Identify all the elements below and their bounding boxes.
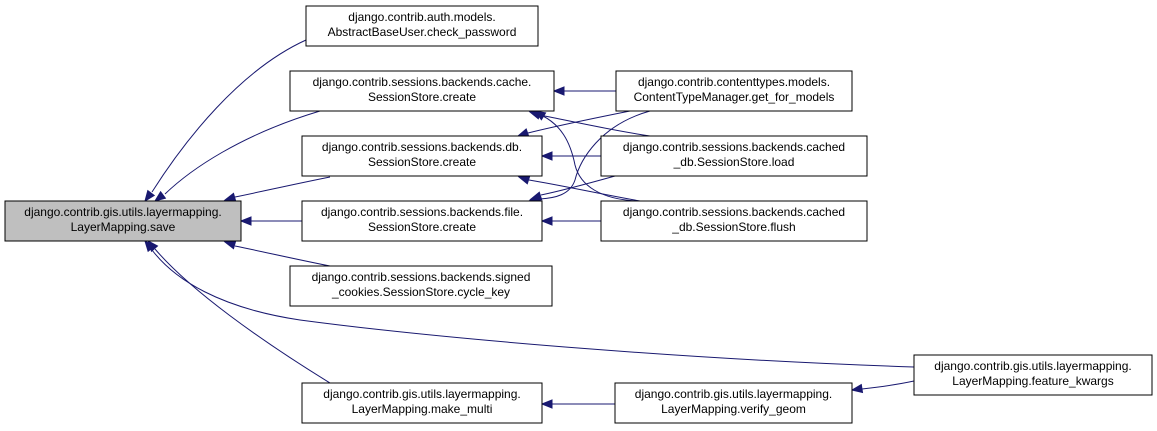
node-label-line: django.contrib.sessions.backends.cached xyxy=(623,205,845,219)
edge-line xyxy=(542,115,641,202)
edge-cached_flush-to-file_create xyxy=(540,216,601,226)
node-box xyxy=(615,70,853,112)
node-db_create[interactable]: django.contrib.sessions.backends.db.Sess… xyxy=(301,135,543,177)
node-label-line: django.contrib.gis.utils.layermapping. xyxy=(323,387,520,401)
node-box xyxy=(305,5,539,47)
arrowhead xyxy=(517,175,531,185)
edge-line xyxy=(151,39,307,193)
node-label-line: django.contrib.gis.utils.layermapping. xyxy=(24,205,221,219)
arrowhead xyxy=(144,239,156,253)
node-box xyxy=(301,135,543,177)
arrowhead xyxy=(552,86,565,96)
node-check_password[interactable]: django.contrib.auth.models.AbstractBaseU… xyxy=(305,5,539,47)
node-box xyxy=(301,200,543,242)
edge-line xyxy=(154,248,331,384)
node-root[interactable]: django.contrib.gis.utils.layermapping.La… xyxy=(4,200,242,242)
arrowhead xyxy=(223,192,237,202)
edge-verify_geom-to-make_multi xyxy=(540,399,615,409)
node-label-line: _cookies.SessionStore.cycle_key xyxy=(331,285,510,299)
node-label-line: LayerMapping.verify_geom xyxy=(661,402,806,416)
node-get_for_models[interactable]: django.contrib.contenttypes.models.Conte… xyxy=(615,70,853,112)
node-label-line: SessionStore.create xyxy=(368,90,476,104)
node-label-line: _db.SessionStore.load xyxy=(673,155,795,169)
edge-line xyxy=(234,245,331,267)
edge-file_create-to-root xyxy=(239,216,302,226)
node-label-line: SessionStore.create xyxy=(368,155,476,169)
node-box xyxy=(301,382,543,424)
node-label-line: LayerMapping.save xyxy=(71,220,176,234)
node-label-line: AbstractBaseUser.check_password xyxy=(328,25,517,39)
node-verify_geom[interactable]: django.contrib.gis.utils.layermapping.La… xyxy=(614,382,853,424)
node-label-line: django.contrib.sessions.backends.cache. xyxy=(313,75,532,89)
edge-line xyxy=(539,110,651,200)
node-label-line: django.contrib.gis.utils.layermapping. xyxy=(635,387,832,401)
arrowhead xyxy=(223,240,237,250)
node-feature_kwargs[interactable]: django.contrib.gis.utils.layermapping.La… xyxy=(913,354,1153,396)
node-label-line: _db.SessionStore.flush xyxy=(671,220,795,234)
arrowhead xyxy=(540,216,553,226)
arrowhead xyxy=(533,110,547,121)
edge-line xyxy=(151,249,915,368)
node-label-line: LayerMapping.make_multi xyxy=(352,402,493,416)
edge-check_password-to-root xyxy=(144,39,307,203)
edge-db_create-to-root xyxy=(223,176,331,202)
node-box xyxy=(600,200,868,242)
node-cache_create[interactable]: django.contrib.sessions.backends.cache.S… xyxy=(289,70,555,112)
edge-feature_kwargs-to-verify_geom xyxy=(850,380,915,394)
edge-line xyxy=(164,110,321,195)
node-label-line: SessionStore.create xyxy=(368,220,476,234)
edge-line xyxy=(528,179,641,202)
arrowhead xyxy=(540,399,553,409)
edge-cached_flush-to-db_create xyxy=(517,175,641,202)
edge-cached_load-to-file_create xyxy=(529,175,616,201)
arrowhead xyxy=(144,189,156,203)
node-label-line: LayerMapping.feature_kwargs xyxy=(952,374,1113,388)
edge-line xyxy=(234,176,331,198)
edge-line xyxy=(527,110,631,134)
edge-line xyxy=(539,114,651,137)
edge-line xyxy=(861,380,915,390)
node-label-line: django.contrib.sessions.backends.signed xyxy=(312,270,531,284)
arrowhead xyxy=(529,191,543,201)
nodes-layer: django.contrib.gis.utils.layermapping.La… xyxy=(4,5,1153,424)
edge-get_for_models-to-cache_create xyxy=(552,86,616,96)
node-box xyxy=(289,265,553,307)
node-label-line: ContentTypeManager.get_for_models xyxy=(634,90,835,104)
node-box xyxy=(614,382,853,424)
arrowhead xyxy=(153,190,167,202)
edge-cycle_key-to-root xyxy=(223,240,331,267)
node-label-line: django.contrib.sessions.backends.cached xyxy=(623,140,845,154)
arrowhead xyxy=(516,128,530,138)
edge-feature_kwargs-to-root xyxy=(144,239,915,368)
arrowhead xyxy=(540,151,553,161)
node-cached_flush[interactable]: django.contrib.sessions.backends.cached_… xyxy=(600,200,868,242)
node-box xyxy=(289,70,555,112)
arrowhead xyxy=(239,216,252,226)
node-label-line: django.contrib.sessions.backends.db. xyxy=(322,140,522,154)
node-cycle_key[interactable]: django.contrib.sessions.backends.signed_… xyxy=(289,265,553,307)
node-box xyxy=(600,135,868,177)
edge-line xyxy=(540,175,616,196)
edges-layer xyxy=(144,39,915,409)
node-file_create[interactable]: django.contrib.sessions.backends.file.Se… xyxy=(301,200,543,242)
node-label-line: django.contrib.contenttypes.models. xyxy=(638,75,830,89)
arrowhead xyxy=(850,383,864,394)
node-label-line: django.contrib.sessions.backends.file. xyxy=(321,205,523,219)
node-cached_load[interactable]: django.contrib.sessions.backends.cached_… xyxy=(600,135,868,177)
node-box xyxy=(4,200,242,242)
node-make_multi[interactable]: django.contrib.gis.utils.layermapping.La… xyxy=(301,382,543,424)
edge-cached_load-to-db_create xyxy=(540,151,601,161)
edge-make_multi-to-root xyxy=(147,239,331,384)
edge-cached_flush-to-cache_create xyxy=(533,110,641,202)
node-box xyxy=(913,354,1153,396)
edge-cache_create-to-root xyxy=(153,110,321,202)
node-label-line: django.contrib.auth.models. xyxy=(348,10,495,24)
edge-cached_load-to-cache_create xyxy=(528,110,651,137)
node-label-line: django.contrib.gis.utils.layermapping. xyxy=(934,359,1131,373)
